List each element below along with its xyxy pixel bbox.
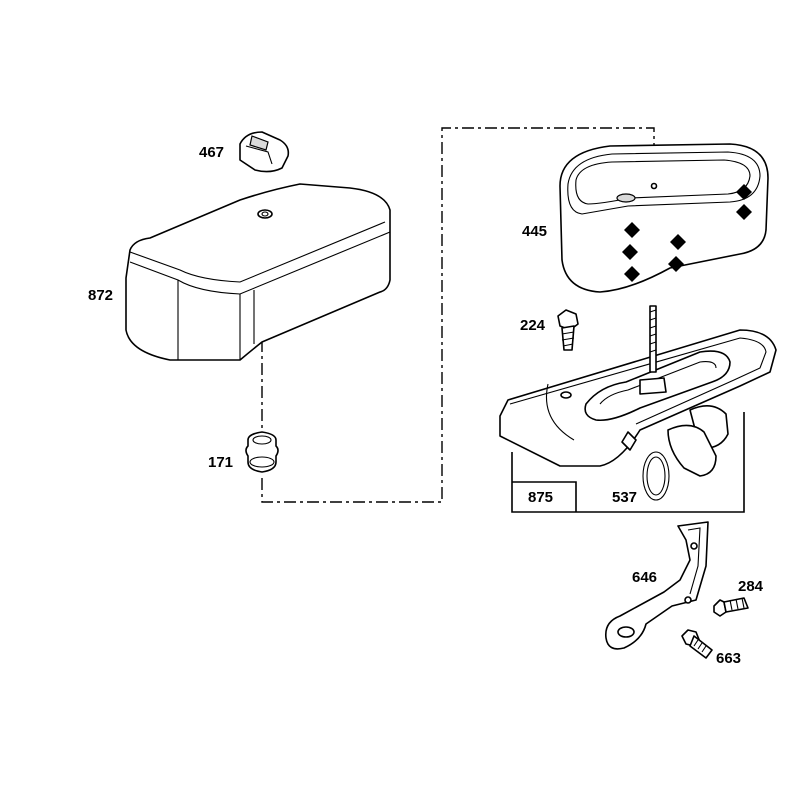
label-171: 171 [208, 454, 233, 471]
label-467: 467 [199, 144, 224, 161]
label-445: 445 [522, 223, 547, 240]
label-663: 663 [716, 650, 741, 667]
knob-467 [239, 131, 290, 173]
label-872: 872 [88, 287, 113, 304]
filter-445 [559, 143, 769, 293]
label-224: 224 [520, 317, 546, 334]
label-537: 537 [612, 489, 637, 506]
screw-663 [681, 629, 713, 659]
screw-224 [557, 309, 579, 351]
base-875 [499, 329, 777, 467]
bracket-646 [604, 521, 709, 650]
grommet-171 [245, 431, 279, 473]
clamp-537 [642, 424, 717, 501]
label-646: 646 [632, 569, 657, 586]
cover-872 [125, 183, 391, 361]
filter-mesh-pattern [622, 184, 752, 282]
assembly-lines [261, 127, 655, 503]
stud-bolt [639, 305, 667, 395]
screw-284 [713, 597, 749, 617]
group-bracket [511, 412, 745, 513]
label-284: 284 [738, 578, 764, 595]
label-875: 875 [528, 489, 553, 506]
